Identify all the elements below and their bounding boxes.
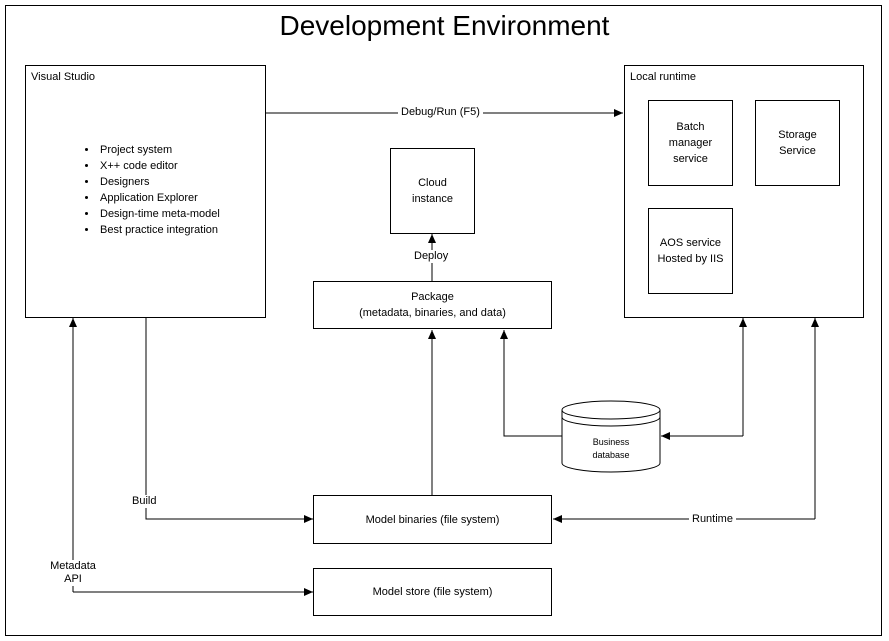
model-binaries-box: Model binaries (file system): [313, 495, 552, 544]
diagram-title: Development Environment: [279, 10, 610, 41]
aos-service-box: AOS service Hosted by IIS: [648, 208, 733, 294]
storage-service-box: Storage Service: [755, 100, 840, 186]
package-box: Package (metadata, binaries, and data): [313, 281, 552, 329]
metadata-api-label: Metadata API: [44, 560, 102, 586]
model-store-box: Model store (file system): [313, 568, 552, 616]
list-item: Best practice integration: [98, 222, 220, 238]
build-arrow: [145, 317, 313, 523]
visual-studio-feature-list: Project system X++ code editor Designers…: [74, 142, 220, 238]
business-database-label: Business database: [592, 437, 630, 460]
cloud-instance-box: Cloud instance: [390, 148, 475, 234]
list-item: Designers: [98, 174, 220, 190]
diagram-frame: [5, 5, 882, 636]
list-item: Design-time meta-model: [98, 206, 220, 222]
visual-studio-box: Visual Studio Project system X++ code ed…: [25, 65, 266, 318]
list-item: Application Explorer: [98, 190, 220, 206]
list-item: X++ code editor: [98, 158, 220, 174]
local-runtime-label: Local runtime: [630, 71, 697, 83]
business-database-cylinder: [561, 400, 661, 473]
runtime-label: Runtime: [689, 513, 736, 526]
list-item: Project system: [98, 142, 220, 158]
database-to-package-arrow: [500, 330, 562, 437]
deploy-label: Deploy: [412, 250, 451, 263]
build-label: Build: [130, 495, 159, 508]
visual-studio-label: Visual Studio: [31, 71, 96, 83]
debug-run-label: Debug/Run (F5): [398, 106, 483, 119]
batch-manager-service-box: Batch manager service: [648, 100, 733, 186]
